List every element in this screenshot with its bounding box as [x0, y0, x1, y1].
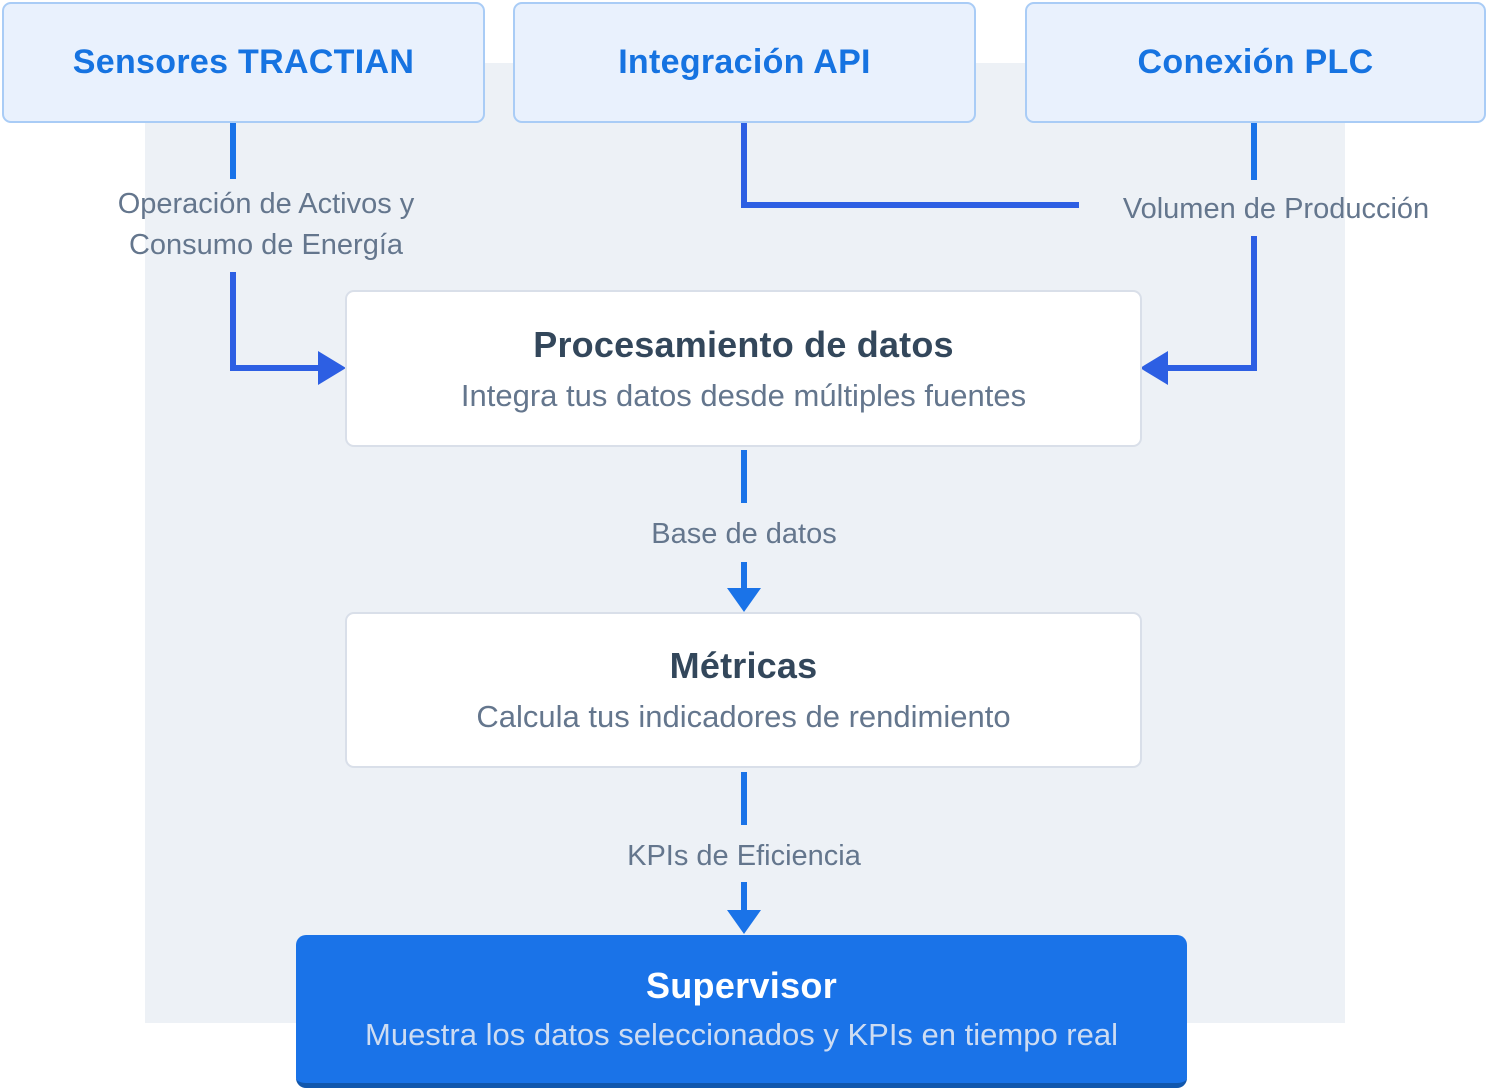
connector-api-horizontal [741, 202, 1079, 208]
node-supervisor-title: Supervisor [645, 965, 838, 1006]
edge-label-operacion-line2: Consumo de Energía [128, 229, 404, 261]
source-box-sensores-label: Sensores TRACTIAN [72, 43, 415, 81]
node-procesamiento-subtitle: Integra tus datos desde múltiples fuente… [460, 377, 1027, 413]
node-metricas-title: Métricas [669, 645, 818, 686]
connector-api-vertical [741, 123, 747, 208]
node-supervisor: Supervisor Muestra los datos seleccionad… [296, 935, 1187, 1088]
diagram-background-panel [145, 63, 1345, 1023]
arrowhead-down-supervisor-icon [727, 910, 761, 934]
edge-label-kpis: KPIs de Eficiencia [627, 840, 861, 872]
source-box-plc-label: Conexión PLC [1137, 43, 1374, 81]
connector-plc-vertical-bottom [1251, 236, 1257, 371]
node-procesamiento: Procesamiento de datos Integra tus datos… [345, 290, 1142, 447]
connector-plc-vertical-top [1251, 123, 1257, 180]
edge-label-operacion-line1: Operación de Activos y [117, 188, 415, 220]
arrowhead-left-icon [1140, 351, 1168, 385]
connector-metricas-to-label [741, 772, 747, 825]
edge-label-operacion: Operación de Activos y Consumo de Energí… [16, 184, 516, 266]
edge-label-base-de-datos: Base de datos [651, 518, 837, 550]
connector-procesamiento-to-label [741, 450, 747, 503]
source-box-sensores: Sensores TRACTIAN [2, 2, 485, 123]
source-box-api-label: Integración API [618, 43, 871, 81]
node-supervisor-subtitle: Muestra los datos seleccionados y KPIs e… [365, 1017, 1118, 1052]
connector-sensores-vertical-bottom [230, 272, 236, 371]
connector-label-to-supervisor [741, 882, 747, 910]
connector-sensores-horizontal [230, 365, 318, 371]
arrowhead-right-icon [318, 351, 346, 385]
connector-sensores-vertical-top [230, 123, 236, 179]
connector-label-to-metricas [741, 562, 747, 590]
node-metricas-subtitle: Calcula tus indicadores de rendimiento [476, 699, 1011, 734]
arrowhead-down-metricas-icon [727, 588, 761, 612]
node-metricas: Métricas Calcula tus indicadores de rend… [345, 612, 1142, 768]
node-procesamiento-title: Procesamiento de datos [533, 323, 954, 365]
source-box-plc: Conexión PLC [1025, 2, 1486, 123]
connector-plc-horizontal [1168, 365, 1257, 371]
source-box-api: Integración API [513, 2, 976, 123]
edge-label-volumen: Volumen de Producción [1122, 193, 1430, 225]
